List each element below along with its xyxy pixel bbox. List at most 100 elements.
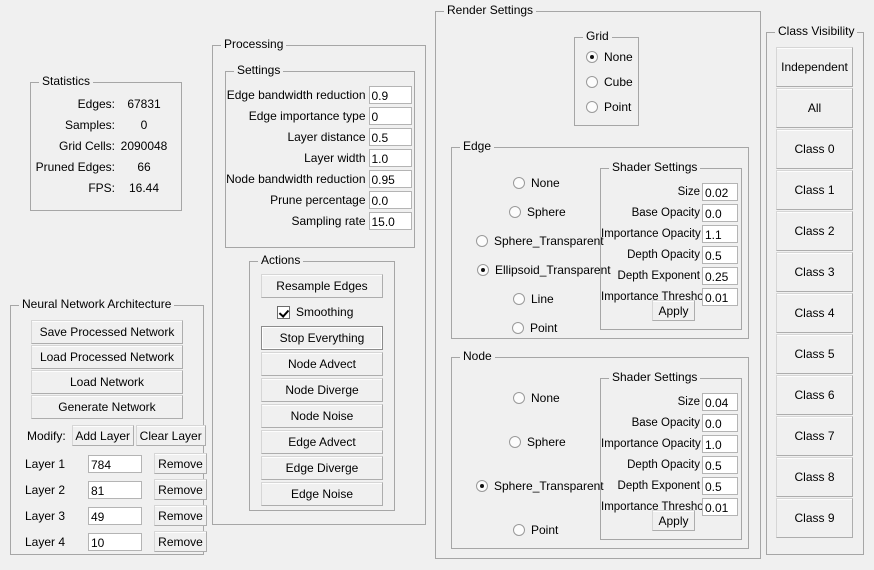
layer-size-input[interactable]: 784 — [88, 454, 142, 473]
processing-setting-input[interactable]: 0 — [368, 107, 412, 125]
radio-cube[interactable]: Cube — [586, 75, 633, 89]
actions-panel: Actions Resample Edges Smoothing Stop Ev… — [249, 254, 395, 511]
class-visibility-button-class-1[interactable]: Class 1 — [776, 170, 853, 210]
radio-point[interactable]: Point — [513, 523, 558, 537]
nn-button-save-processed-network[interactable]: Save Processed Network — [31, 320, 183, 344]
class-visibility-button-class-0[interactable]: Class 0 — [776, 129, 853, 169]
radio-label: Line — [531, 292, 554, 306]
radio-none[interactable]: None — [513, 176, 560, 190]
processing-setting-input[interactable]: 0.95 — [368, 170, 412, 188]
processing-setting-input[interactable]: 0.5 — [368, 128, 412, 146]
class-visibility-button-class-3[interactable]: Class 3 — [776, 252, 853, 292]
remove-layer-button[interactable]: Remove — [154, 453, 207, 474]
shader-setting-input[interactable]: 0.0 — [702, 204, 738, 222]
radio-ellipsoid_transparent[interactable]: Ellipsoid_Transparent — [477, 263, 611, 277]
radio-sphere[interactable]: Sphere — [509, 435, 566, 449]
shader-setting-label: Size — [677, 396, 700, 408]
layer-row: Layer 3 49 Remove — [25, 505, 207, 526]
processing-setting-input[interactable]: 15.0 — [368, 212, 412, 230]
action-button-node-diverge[interactable]: Node Diverge — [261, 378, 383, 402]
layer-label: Layer 3 — [25, 508, 66, 523]
shader-setting-input[interactable]: 0.5 — [702, 246, 738, 264]
layer-size-input[interactable]: 81 — [88, 480, 142, 499]
shader-setting-label: Size — [677, 186, 700, 198]
edge-shader-title: Shader Settings — [609, 161, 701, 173]
resample-edges-button[interactable]: Resample Edges — [261, 274, 383, 298]
statistics-row-label: FPS: — [88, 181, 115, 195]
radio-none[interactable]: None — [586, 50, 633, 64]
add-layer-button[interactable]: Add Layer — [71, 425, 134, 446]
radio-sphere[interactable]: Sphere — [509, 205, 566, 219]
class-visibility-button-class-7[interactable]: Class 7 — [776, 416, 853, 456]
shader-setting-input[interactable]: 0.5 — [702, 477, 738, 495]
processing-setting-input[interactable]: 1.0 — [368, 149, 412, 167]
radio-sphere_transparent[interactable]: Sphere_Transparent — [476, 234, 604, 248]
class-visibility-button-class-4[interactable]: Class 4 — [776, 293, 853, 333]
shader-setting-input[interactable]: 0.01 — [702, 498, 738, 516]
layer-label: Layer 1 — [25, 456, 66, 471]
action-button-edge-noise[interactable]: Edge Noise — [261, 482, 383, 506]
modify-label: Modify: — [27, 428, 66, 443]
radio-none[interactable]: None — [513, 391, 560, 405]
shader-setting-label: Depth Exponent — [617, 270, 700, 282]
layer-row: Layer 2 81 Remove — [25, 479, 207, 500]
shader-setting-input[interactable]: 0.0 — [702, 414, 738, 432]
render-settings-title: Render Settings — [444, 4, 537, 16]
action-button-node-advect[interactable]: Node Advect — [261, 352, 383, 376]
processing-setting-label: Layer width — [304, 151, 366, 165]
nn-button-load-network[interactable]: Load Network — [31, 370, 183, 394]
shader-setting-input[interactable]: 0.01 — [702, 288, 738, 306]
action-button-edge-advect[interactable]: Edge Advect — [261, 430, 383, 454]
radio-label: None — [531, 391, 560, 405]
node-apply-button[interactable]: Apply — [652, 510, 695, 531]
clear-layer-button[interactable]: Clear Layer — [135, 425, 206, 446]
shader-setting-label: Depth Opacity — [627, 459, 700, 471]
remove-layer-button[interactable]: Remove — [154, 505, 207, 526]
class-visibility-button-class-5[interactable]: Class 5 — [776, 334, 853, 374]
radio-sphere_transparent[interactable]: Sphere_Transparent — [476, 479, 604, 493]
shader-setting-input[interactable]: 0.04 — [702, 393, 738, 411]
action-button-stop-everything[interactable]: Stop Everything — [261, 326, 383, 350]
radio-line[interactable]: Line — [513, 292, 554, 306]
class-visibility-button-all[interactable]: All — [776, 88, 853, 128]
class-visibility-button-class-8[interactable]: Class 8 — [776, 457, 853, 497]
layer-size-input[interactable]: 10 — [88, 532, 142, 551]
edge-apply-button[interactable]: Apply — [652, 300, 695, 321]
checkbox-box — [277, 305, 290, 319]
statistics-row: Samples:0 — [31, 118, 179, 132]
processing-setting-input[interactable]: 0.0 — [368, 191, 412, 209]
layer-label: Layer 2 — [25, 482, 66, 497]
action-button-edge-diverge[interactable]: Edge Diverge — [261, 456, 383, 480]
radio-point[interactable]: Point — [512, 321, 557, 335]
remove-layer-button[interactable]: Remove — [154, 479, 207, 500]
radio-point[interactable]: Point — [586, 100, 631, 114]
class-visibility-button-class-2[interactable]: Class 2 — [776, 211, 853, 251]
radio-dot — [477, 264, 489, 276]
class-visibility-button-independent[interactable]: Independent — [776, 47, 853, 87]
statistics-row-value: 0 — [140, 118, 148, 132]
nn-button-generate-network[interactable]: Generate Network — [31, 395, 183, 419]
smoothing-checkbox[interactable]: Smoothing — [277, 305, 353, 319]
processing-setting-label: Prune percentage — [270, 193, 366, 207]
shader-setting-input[interactable]: 1.0 — [702, 435, 738, 453]
shader-setting-input[interactable]: 0.5 — [702, 456, 738, 474]
class-visibility-button-class-6[interactable]: Class 6 — [776, 375, 853, 415]
shader-setting-input[interactable]: 0.02 — [702, 183, 738, 201]
radio-dot — [513, 293, 525, 305]
layer-size-input[interactable]: 49 — [88, 506, 142, 525]
shader-setting-input[interactable]: 0.25 — [702, 267, 738, 285]
nn-button-load-processed-network[interactable]: Load Processed Network — [31, 345, 183, 369]
remove-layer-button[interactable]: Remove — [154, 531, 207, 552]
processing-setting-input[interactable]: 0.9 — [368, 86, 412, 104]
processing-settings-title: Settings — [234, 64, 284, 76]
shader-setting-input[interactable]: 1.1 — [702, 225, 738, 243]
class-visibility-button-class-9[interactable]: Class 9 — [776, 498, 853, 538]
action-button-node-noise[interactable]: Node Noise — [261, 404, 383, 428]
